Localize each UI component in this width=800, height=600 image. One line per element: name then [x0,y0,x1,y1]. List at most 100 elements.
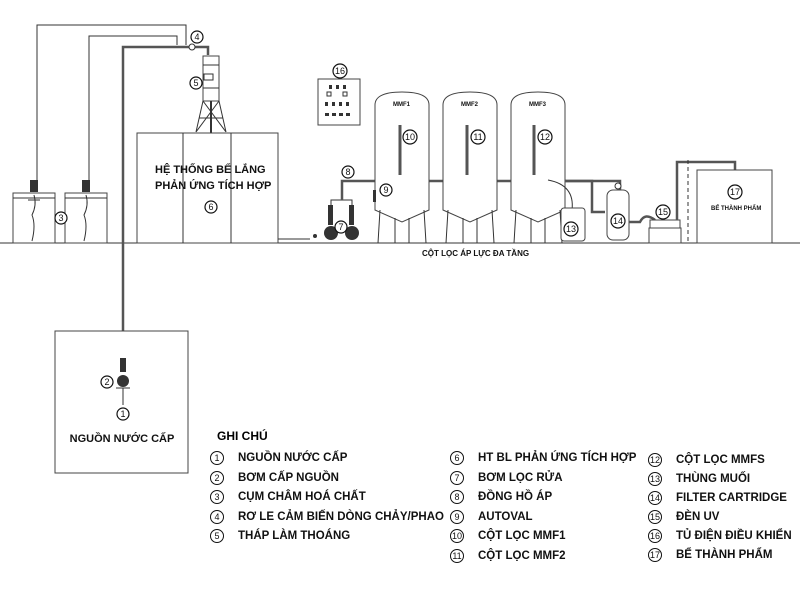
legend-label: TỦ ĐIỆN ĐIỀU KHIỂN [676,530,792,542]
legend-number: 4 [210,509,224,524]
svg-text:15: 15 [658,207,668,217]
chemical-dosing-tanks [12,180,108,244]
svg-text:10: 10 [405,132,415,142]
svg-text:9: 9 [383,185,388,195]
legend-item: 14 FILTER CARTRIDGE [648,491,787,505]
legend-item: 8 ĐỒNG HỒ ÁP [450,490,552,504]
marker-14: 14 [610,213,626,229]
aeration-tower [195,55,227,138]
legend-number: 3 [210,490,224,504]
legend-item: 4 RƠ LE CẢM BIẾN DÒNG CHẢY/PHAO [210,509,444,524]
mmf-columns: MMF1 MMF2 MMF3 [373,91,566,244]
marker-8: 8 [341,165,355,179]
legend-label: CỘT LỌC MMFS [676,454,765,466]
svg-text:13: 13 [566,224,576,234]
backwash-pumps [324,199,359,240]
legend-number: 17 [648,548,662,562]
legend-number: 8 [450,490,464,504]
svg-text:6: 6 [208,202,213,212]
svg-text:16: 16 [335,66,345,76]
settling-tank: HỆ THỐNG BỂ LẮNG PHẢN ỨNG TÍCH HỢP [136,132,279,244]
legend-number: 9 [450,509,464,524]
marker-15: 15 [655,204,671,220]
svg-text:5: 5 [193,78,198,88]
svg-text:3: 3 [58,213,63,223]
legend-item: 10 CỘT LỌC MMF1 [450,529,566,543]
marker-2: 2 [100,375,114,389]
svg-text:14: 14 [613,216,623,226]
legend-number: 7 [450,470,464,485]
legend-number: 11 [450,548,464,563]
legend-number: 16 [648,529,662,543]
legend-label: THÙNG MUỐI [676,473,751,485]
legend-label: ĐÈN UV [676,511,720,523]
marker-7: 7 [334,220,348,234]
legend-number: 6 [450,451,464,465]
legend-label: CỘT LỌC MMF1 [478,530,566,542]
legend-item: 7 BƠM LỌC RỬA [450,470,563,485]
marker-17: 17 [727,184,743,200]
mmf2-column: MMF2 [442,91,498,244]
mmf3-column: MMF3 [510,91,566,244]
legend-number: 12 [648,453,662,467]
product-tank-label: BỂ THÀNH PHẨM [711,205,761,212]
legend-label: NGUỒN NƯỚC CẤP [238,452,348,464]
legend-item: 13 THÙNG MUỐI [648,472,750,486]
pressure-filter-caption: CỘT LỌC ÁP LỰC ĐA TẦNG [422,248,529,258]
legend-label: BỂ THÀNH PHẨM [676,549,773,561]
marker-1: 1 [116,407,130,421]
legend-label: FILTER CARTRIDGE [676,492,787,504]
svg-text:7: 7 [338,222,343,232]
settling-tank-label-1: HỆ THỐNG BỂ LẮNG [155,162,266,176]
legend-label: CỤM CHÂM HOÁ CHẤT [238,491,366,503]
legend-number: 2 [210,470,224,485]
legend-label: THÁP LÀM THOÁNG [238,530,351,542]
marker-5: 5 [189,76,203,90]
legend-number: 15 [648,510,662,524]
legend-item: 11 CỘT LỌC MMF2 [450,548,566,563]
svg-text:MMF3: MMF3 [529,102,547,108]
svg-text:11: 11 [473,132,482,142]
dosing-line-1 [36,24,187,180]
settling-tank-label-2: PHẢN ỨNG TÍCH HỢP [155,179,271,192]
water-source-box: NGUỒN NƯỚC CẤP [54,330,189,474]
svg-text:MMF1: MMF1 [393,102,411,108]
svg-text:4: 4 [194,32,199,42]
marker-11: 11 [470,129,486,145]
svg-text:1: 1 [120,409,125,419]
cartridge-filter [606,182,630,241]
legend-item: 15 ĐÈN UV [648,510,719,524]
legend-label: ĐỒNG HỒ ÁP [478,491,553,503]
feed-pipe [121,45,210,365]
legend-item: 16 TỦ ĐIỆN ĐIỀU KHIỂN [648,529,792,543]
mmf1-column: MMF1 [373,91,430,244]
legend-label: AUTOVAL [478,510,533,523]
legend-item: 9 AUTOVAL [450,509,533,524]
svg-text:MMF2: MMF2 [461,102,479,108]
legend-number: 10 [450,529,464,543]
legend-label: CỘT LỌC MMF2 [478,549,566,562]
legend-number: 13 [648,472,662,486]
svg-text:12: 12 [540,132,550,142]
legend-label: BƠM LỌC RỬA [478,471,563,484]
dosing-line-2 [88,35,178,180]
uv-lamp [648,219,682,244]
marker-10: 10 [402,129,418,145]
legend-number: 1 [210,451,224,465]
product-tank: BỂ THÀNH PHẨM [696,169,773,244]
marker-13: 13 [563,221,579,237]
legend-item: 12 CỘT LỌC MMFS [648,453,765,467]
svg-text:8: 8 [345,167,350,177]
marker-12: 12 [537,129,553,145]
marker-9: 9 [379,183,393,197]
legend-item: 17 BỂ THÀNH PHẨM [648,548,772,562]
legend-label: HT BL PHẢN ỨNG TÍCH HỢP [478,452,637,464]
legend-label: RƠ LE CẢM BIẾN DÒNG CHẢY/PHAO [238,510,444,523]
marker-6: 6 [204,200,218,214]
legend-item: 3 CỤM CHÂM HOÁ CHẤT [210,490,366,504]
legend-number: 14 [648,491,662,505]
legend-item: 1 NGUỒN NƯỚC CẤP [210,451,347,465]
